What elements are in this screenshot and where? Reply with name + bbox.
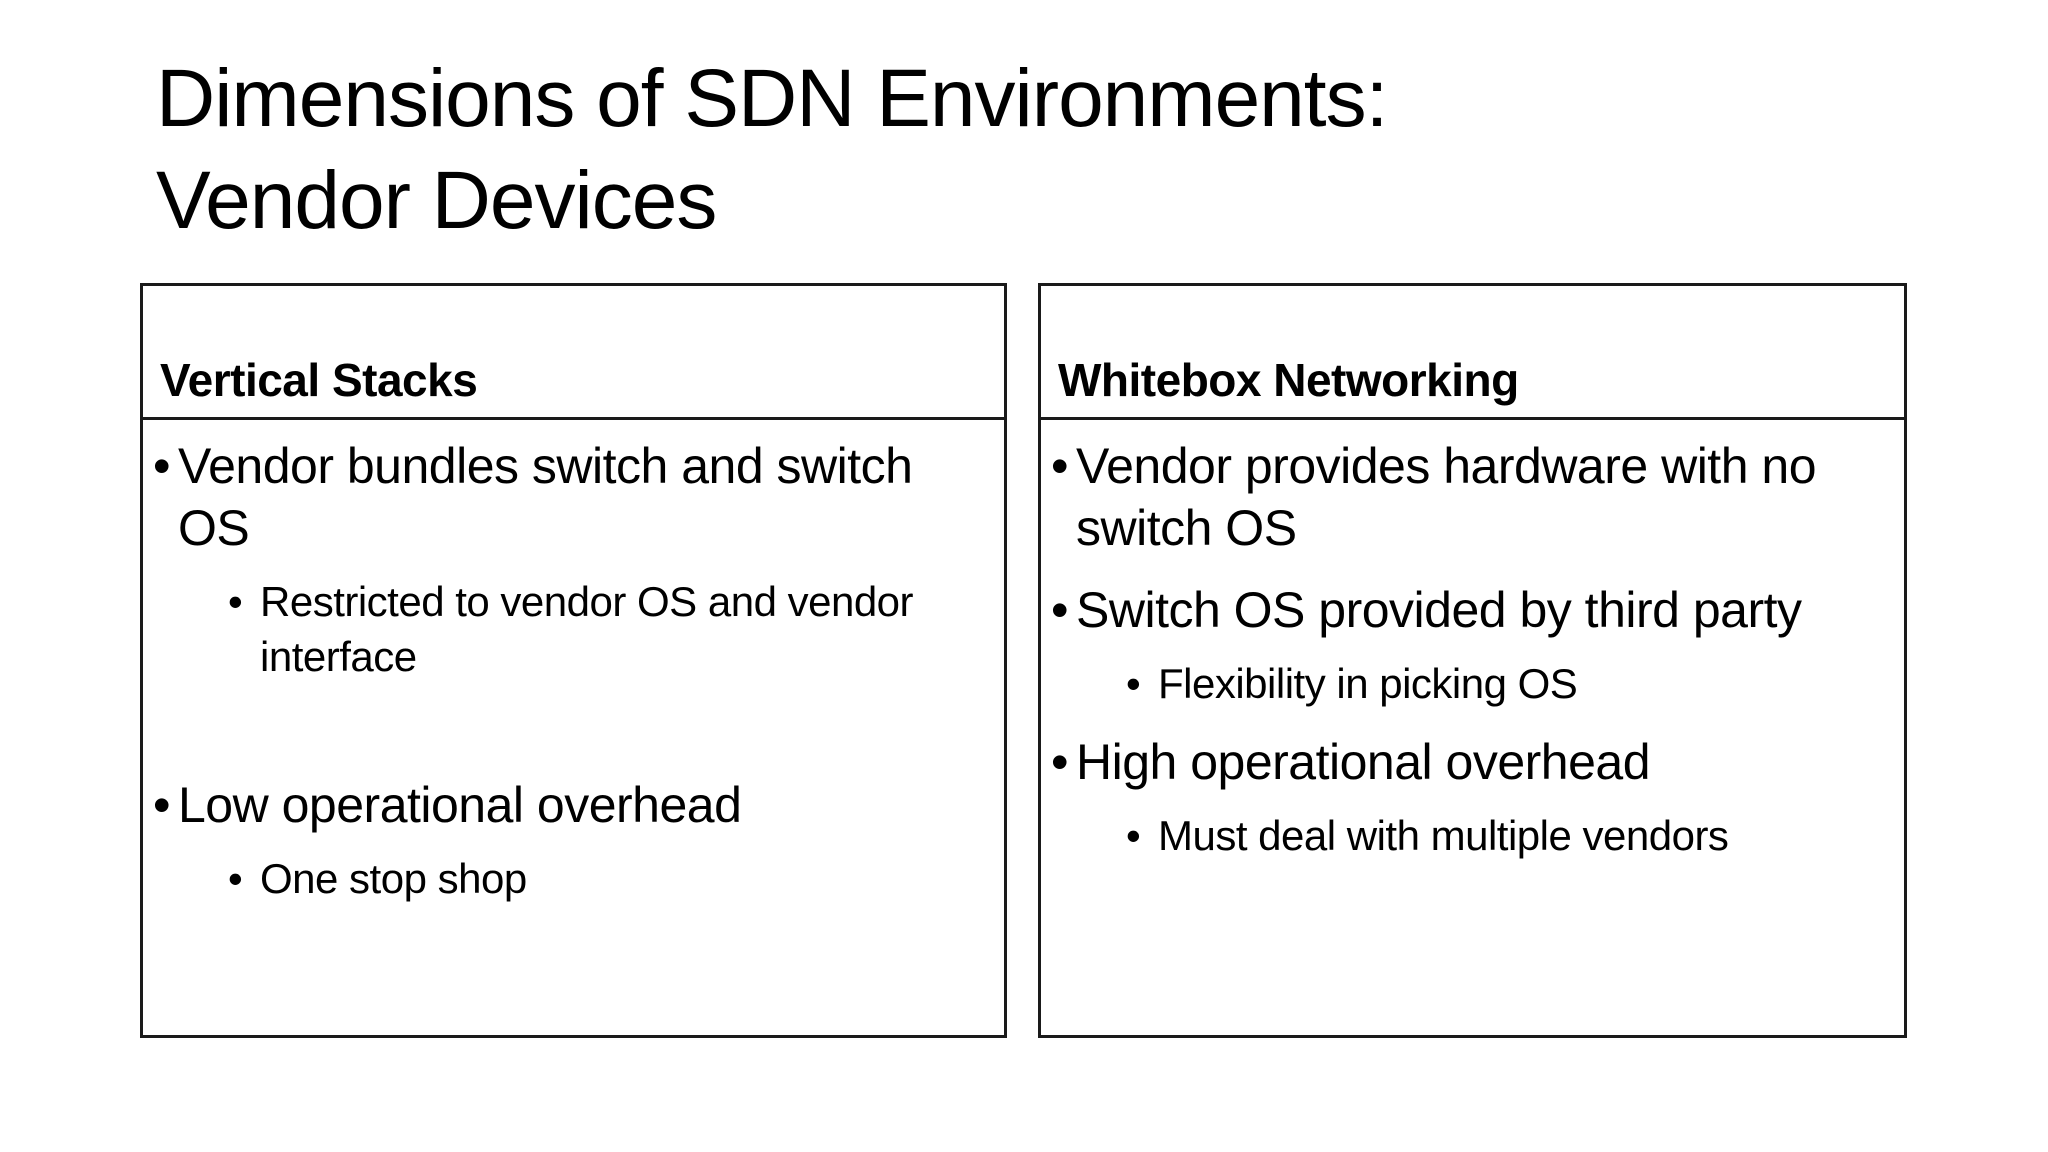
panel-whitebox-networking-header: Whitebox Networking xyxy=(1041,286,1904,420)
bullet-glyph: • xyxy=(1051,734,1069,790)
bullet-item: •Vendor provides hardware with no switch… xyxy=(1044,435,1844,559)
slide-title-line-2: Vendor Devices xyxy=(156,155,717,246)
bullet-glyph: • xyxy=(1051,438,1069,494)
panel-header-label: Vertical Stacks xyxy=(160,354,478,406)
bullet-text: Must deal with multiple vendors xyxy=(1158,812,1729,859)
panel-header-label: Whitebox Networking xyxy=(1058,354,1519,406)
bullet-glyph: • xyxy=(1126,660,1141,707)
bullet-item: •High operational overhead xyxy=(1044,731,1844,793)
panel-whitebox-networking: Whitebox Networking •Vendor provides har… xyxy=(1038,283,1907,1038)
slide-title-line-1: Dimensions of SDN Environments: xyxy=(156,53,1388,144)
bullet-text: One stop shop xyxy=(260,855,527,902)
bullet-text: Switch OS provided by third party xyxy=(1076,582,1802,638)
sub-bullet-item: • Flexibility in picking OS xyxy=(1044,656,1844,711)
bullet-glyph: • xyxy=(1126,812,1141,859)
sub-bullet-item: • Must deal with multiple vendors xyxy=(1044,808,1844,863)
panel-vertical-stacks-body: •Vendor bundles switch and switch OS•Res… xyxy=(143,420,1004,906)
panel-vertical-stacks-header: Vertical Stacks xyxy=(143,286,1004,420)
bullet-text: High operational overhead xyxy=(1076,734,1651,790)
panel-vertical-stacks: Vertical Stacks •Vendor bundles switch a… xyxy=(140,283,1007,1038)
bullet-item: •Vendor bundles switch and switch OS xyxy=(146,435,944,559)
bullet-text: Vendor provides hardware with no switch … xyxy=(1076,438,1817,556)
bullet-glyph: • xyxy=(228,578,243,625)
panel-whitebox-networking-body: •Vendor provides hardware with no switch… xyxy=(1041,420,1904,863)
bullet-text: Vendor bundles switch and switch OS xyxy=(178,438,913,556)
blank-line xyxy=(146,684,944,754)
bullet-text: Low operational overhead xyxy=(178,777,742,833)
bullet-glyph: • xyxy=(153,777,171,833)
bullet-text: Restricted to vendor OS and vendor inter… xyxy=(260,578,914,680)
sub-bullet-item: • Restricted to vendor OS and vendor inte… xyxy=(146,574,944,684)
bullet-glyph: • xyxy=(1051,582,1069,638)
bullet-item: •Low operational overhead xyxy=(146,774,944,836)
slide-title: Dimensions of SDN Environments: Vendor D… xyxy=(156,48,1388,252)
bullet-text: Flexibility in picking OS xyxy=(1158,660,1578,707)
bullet-glyph: • xyxy=(228,855,243,902)
sub-bullet-item: • One stop shop xyxy=(146,851,944,906)
bullet-item: •Switch OS provided by third party xyxy=(1044,579,1844,641)
bullet-glyph: • xyxy=(153,438,171,494)
